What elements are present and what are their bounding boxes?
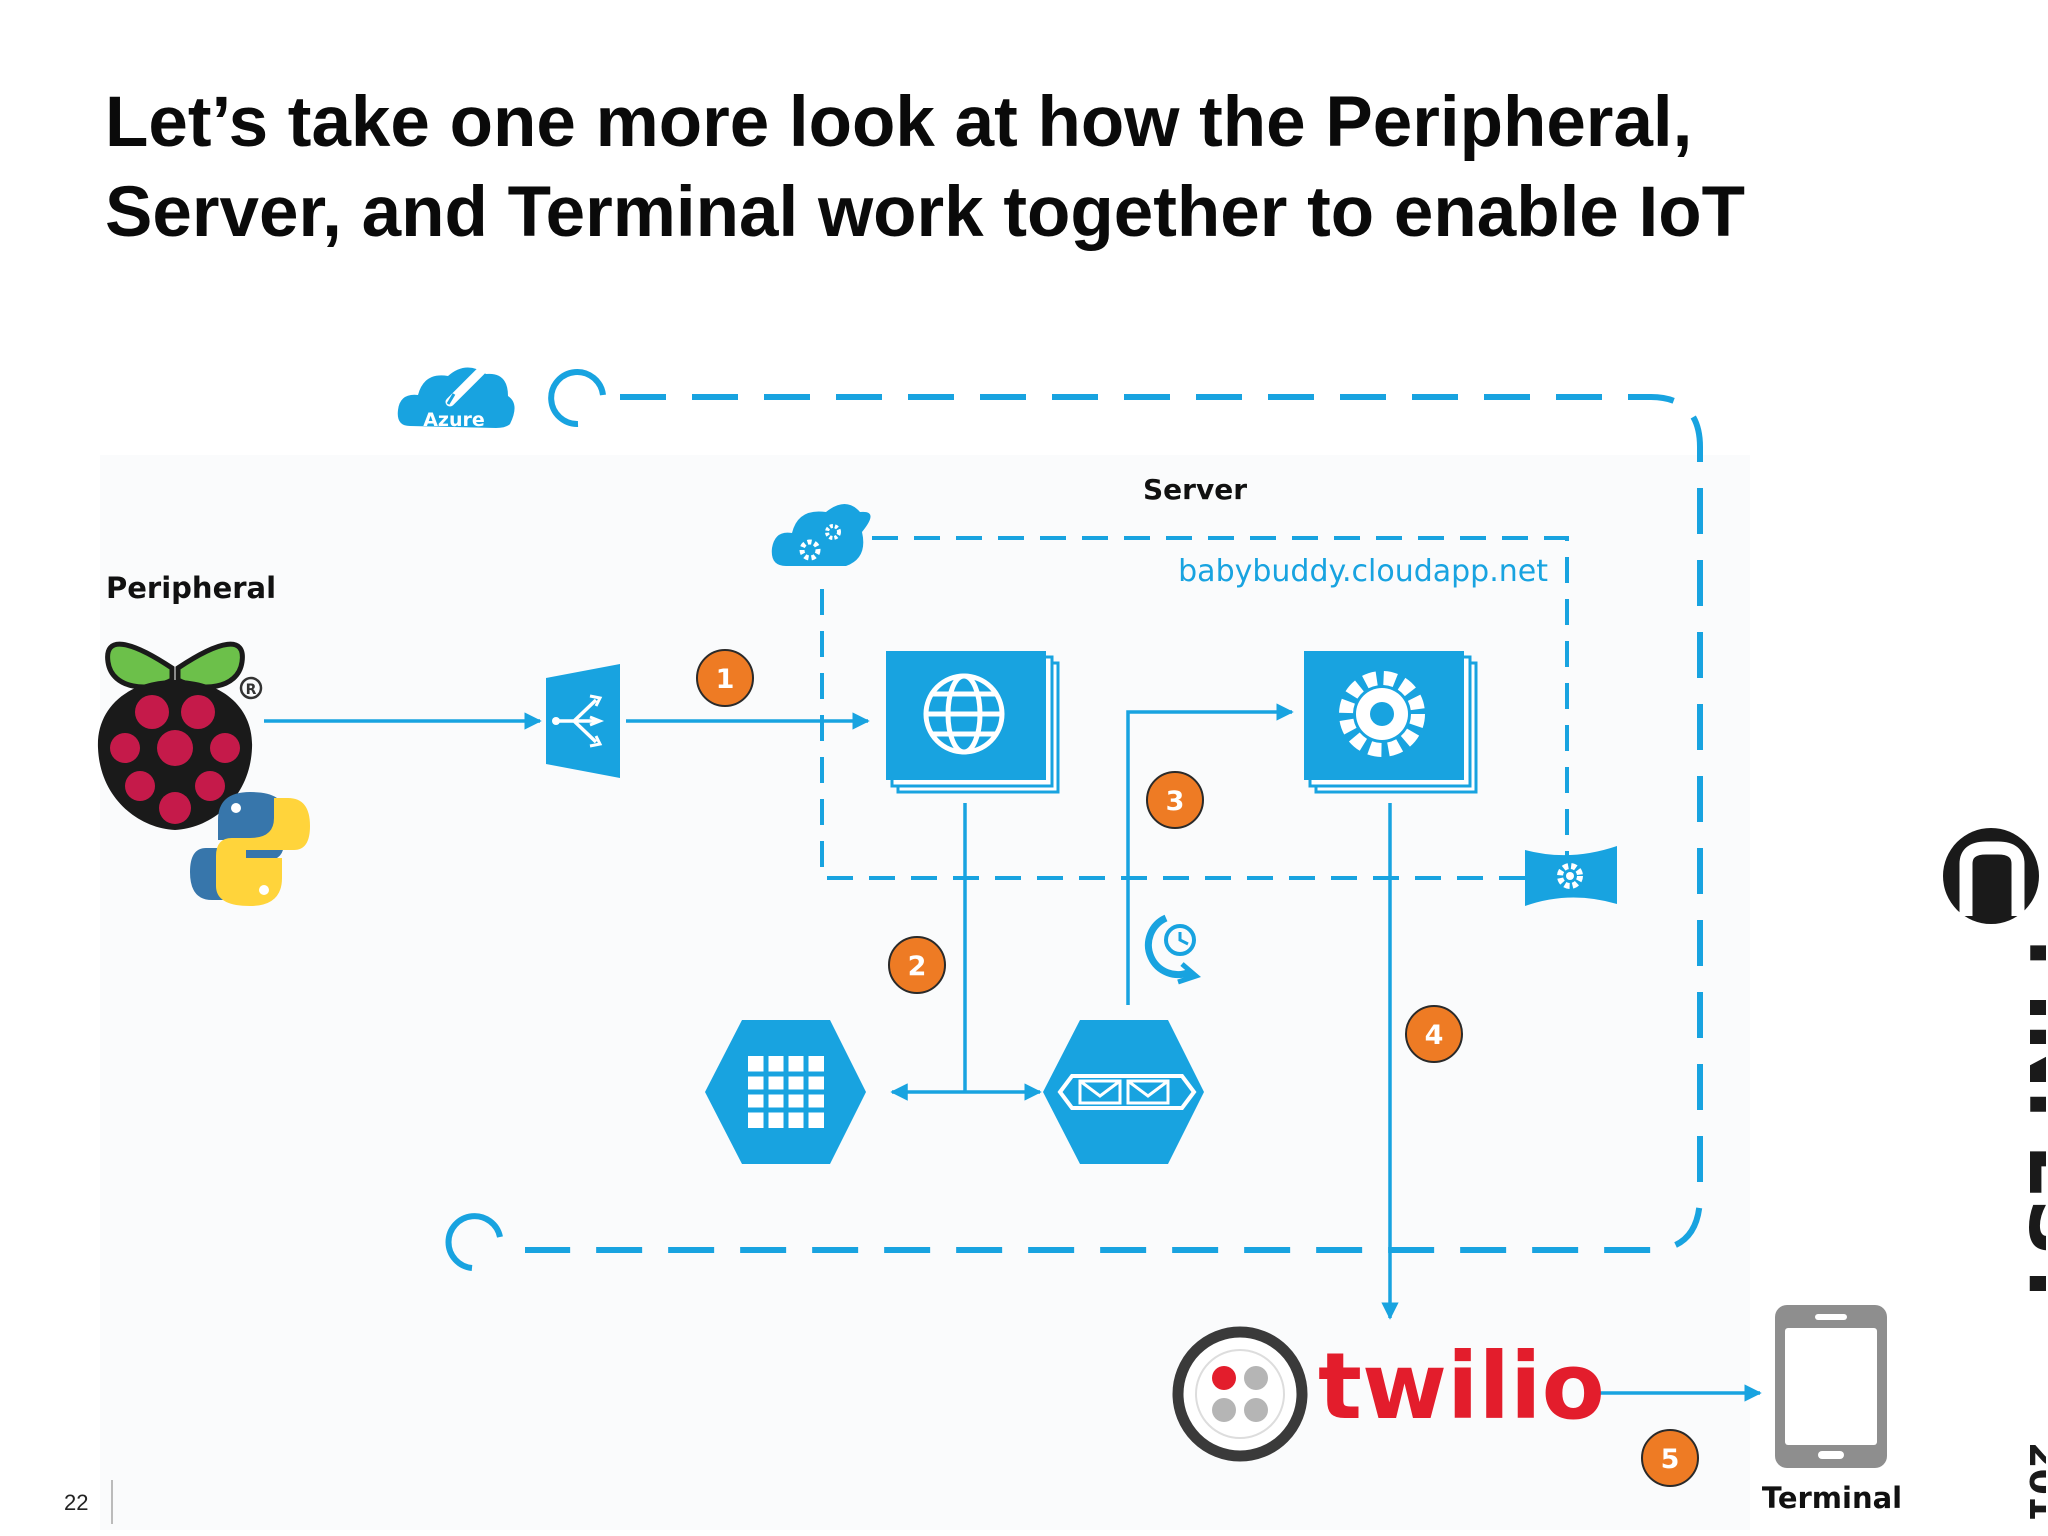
azure-label: Azure [423, 409, 485, 431]
scheduler-icon [1144, 914, 1201, 985]
table-storage-icon [705, 1020, 866, 1164]
queue-to-worker-arrow [1126, 703, 1294, 1005]
svg-text:R: R [246, 682, 257, 698]
queue-storage-icon [1043, 1020, 1204, 1164]
azure-cloud-icon: Azure [397, 345, 515, 431]
step-number-1: 1 [716, 664, 735, 695]
web-role-icon [886, 651, 1060, 794]
page-number: 22 [64, 1490, 89, 1515]
step-number-3: 3 [1166, 786, 1185, 817]
step-badge-2: 2 [888, 936, 946, 994]
step-badge-3: 3 [1146, 771, 1204, 829]
raspberry-pi-icon: R [97, 641, 263, 830]
azure-boundary-open-arc-top [548, 369, 606, 428]
event-name: FINFEST [2011, 938, 2046, 1311]
page-number-divider [111, 1480, 113, 1524]
step-number-4: 4 [1425, 1020, 1444, 1051]
step-number-2: 2 [908, 951, 927, 982]
terminal-label: Terminal [1762, 1481, 1902, 1515]
step-badge-1: 1 [696, 649, 754, 707]
worker-gear-icon [1525, 846, 1617, 906]
twilio-logo-icon: twilio [1172, 1326, 1605, 1462]
peripheral-label: Peripheral [106, 571, 276, 605]
title-line-1: Let’s take one more look at how the Peri… [105, 83, 1693, 162]
cloud-service-icon [771, 504, 871, 566]
title-line-2: Server, and Terminal work together to en… [105, 173, 1745, 252]
python-icon [190, 792, 310, 906]
azure-boundary [525, 394, 1703, 1253]
twilio-wordmark: twilio [1318, 1333, 1605, 1440]
server-label: Server [1143, 473, 1247, 506]
cloud-service-url: babybuddy.cloudapp.net [1178, 554, 1548, 589]
cloud-service-boundary [820, 536, 1569, 880]
finfest-logo-icon: FINFEST 2014 [1943, 828, 2046, 1520]
azure-boundary-open-arc-bottom [445, 1213, 503, 1271]
worker-role-icon [1304, 651, 1478, 794]
load-balancer-icon [546, 664, 620, 778]
step-badge-4: 4 [1405, 1005, 1463, 1063]
phone-icon [1775, 1305, 1887, 1468]
step-badge-5: 5 [1641, 1429, 1699, 1487]
step-number-5: 5 [1661, 1444, 1680, 1475]
event-year: 2014 [2021, 1442, 2046, 1520]
slide-title: Let’s take one more look at how the Peri… [105, 78, 1905, 258]
